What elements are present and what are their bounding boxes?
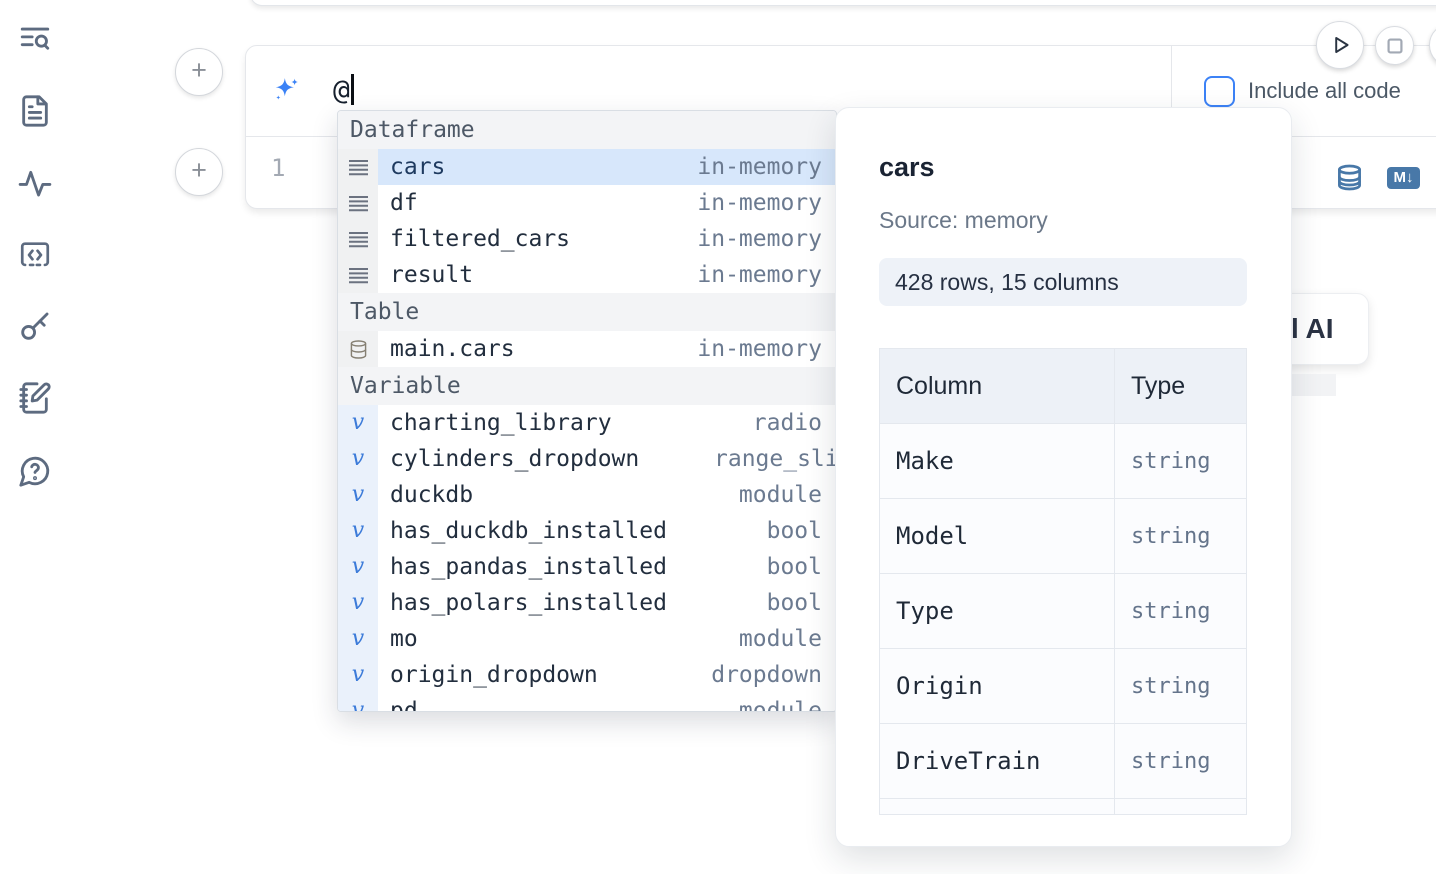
autocomplete-item[interactable]: v cylinders_dropdown range_slider <box>338 441 836 477</box>
add-cell-below-button[interactable]: + <box>175 148 223 196</box>
help-bubble-icon[interactable] <box>18 454 54 490</box>
autocomplete-section: Dataframe <box>338 111 836 293</box>
variable-icon: v <box>351 662 365 687</box>
schema-table-row: DriveTrain string <box>880 723 1246 798</box>
ai-row-divider <box>1171 46 1172 136</box>
text-cursor <box>350 74 354 105</box>
text-search-icon[interactable] <box>18 22 54 58</box>
markdown-icon[interactable]: M↓ <box>1387 166 1420 189</box>
variable-icon: v <box>351 518 365 543</box>
notebook-pen-icon[interactable] <box>18 381 54 417</box>
item-kind-icon: v <box>338 185 378 221</box>
autocomplete-item[interactable]: v origin_dropdown dropdown <box>338 657 836 693</box>
autocomplete-section: Table <box>338 293 836 367</box>
sidebar <box>0 0 70 874</box>
code-editor-row[interactable]: 1 M↓ <box>246 137 1436 208</box>
item-kind-icon: v <box>338 331 378 367</box>
item-kind-icon: v <box>338 549 378 585</box>
autocomplete-item[interactable]: v df in-memory <box>338 185 836 221</box>
autocomplete-item[interactable]: v result in-memory <box>338 257 836 293</box>
activity-icon[interactable] <box>18 166 54 202</box>
datasource-icon[interactable] <box>1336 163 1363 192</box>
item-kind-icon: v <box>338 477 378 513</box>
variable-icon: v <box>351 410 365 435</box>
autocomplete-item[interactable]: v main.cars in-memory <box>338 331 836 367</box>
line-number: 1 <box>271 154 286 182</box>
rows-icon <box>348 159 368 175</box>
rows-icon <box>348 267 368 283</box>
autocomplete-section-header: Table <box>338 293 836 331</box>
preview-source: Source: memory <box>879 207 1048 233</box>
ai-prompt-input[interactable]: @ <box>333 73 354 107</box>
stop-button[interactable] <box>1375 26 1414 65</box>
preview-title: cars <box>879 152 935 182</box>
variable-icon: v <box>351 698 365 712</box>
autocomplete-item[interactable]: v has_polars_installed bool <box>338 585 836 621</box>
preview-shape-badge: 428 rows, 15 columns <box>879 258 1247 306</box>
autocomplete-section-header: Dataframe <box>338 111 836 149</box>
include-all-code-checkbox[interactable] <box>1204 75 1235 107</box>
autocomplete-section: Variable <box>338 367 836 712</box>
item-kind-icon: v <box>338 405 378 441</box>
ai-prompt-row[interactable]: @ Include all code <box>246 46 1436 137</box>
autocomplete-item[interactable]: v mo module <box>338 621 836 657</box>
item-kind-icon: v <box>338 257 378 293</box>
schema-table-row: Make string <box>880 423 1246 498</box>
sparkles-icon <box>272 76 300 104</box>
code-square-icon[interactable] <box>18 238 54 274</box>
schema-table-row: Model string <box>880 498 1246 573</box>
item-kind-icon: v <box>338 149 378 185</box>
item-kind-icon: v <box>338 621 378 657</box>
schema-table-row: Origin string <box>880 648 1246 723</box>
schema-table-row-clipped <box>880 798 1246 814</box>
rows-icon <box>348 231 368 247</box>
play-icon <box>1335 36 1349 54</box>
key-icon[interactable] <box>18 309 54 345</box>
autocomplete-item[interactable]: v duckdb module <box>338 477 836 513</box>
item-kind-icon: v <box>338 657 378 693</box>
include-all-code-label: Include all code <box>1248 78 1401 103</box>
variable-icon: v <box>351 554 365 579</box>
variable-icon: v <box>351 590 365 615</box>
run-cell-button[interactable] <box>1316 21 1364 69</box>
schema-table: Column Type Make string Model string Typ… <box>879 348 1247 815</box>
item-kind-icon: v <box>338 513 378 549</box>
file-text-icon[interactable] <box>18 94 54 130</box>
item-kind-icon: v <box>338 585 378 621</box>
autocomplete-item[interactable]: v charting_library radio <box>338 405 836 441</box>
schema-table-header: Column Type <box>880 349 1246 423</box>
item-kind-icon: v <box>338 441 378 477</box>
schema-table-row: Type string <box>880 573 1246 648</box>
stop-icon <box>1386 37 1403 54</box>
variable-icon: v <box>351 626 365 651</box>
autocomplete-item[interactable]: v pd module <box>338 693 836 712</box>
autocomplete-section-header: Variable <box>338 367 836 405</box>
autocomplete-popup: Dataframe <box>337 110 837 712</box>
item-kind-icon: v <box>338 693 378 712</box>
previous-cell-edge <box>250 0 1436 6</box>
autocomplete-item[interactable]: v filtered_cars in-memory <box>338 221 836 257</box>
variable-icon: v <box>351 482 365 507</box>
database-icon <box>350 339 366 359</box>
item-kind-icon: v <box>338 221 378 257</box>
autocomplete-item[interactable]: v has_pandas_installed bool <box>338 549 836 585</box>
autocomplete-item[interactable]: v cars in-memory <box>338 149 836 185</box>
dataframe-preview-card: cars Source: memory 428 rows, 15 columns… <box>835 107 1292 847</box>
rows-icon <box>348 195 368 211</box>
variable-icon: v <box>351 446 365 471</box>
add-cell-above-button[interactable]: + <box>175 48 223 96</box>
autocomplete-item[interactable]: v has_duckdb_installed bool <box>338 513 836 549</box>
